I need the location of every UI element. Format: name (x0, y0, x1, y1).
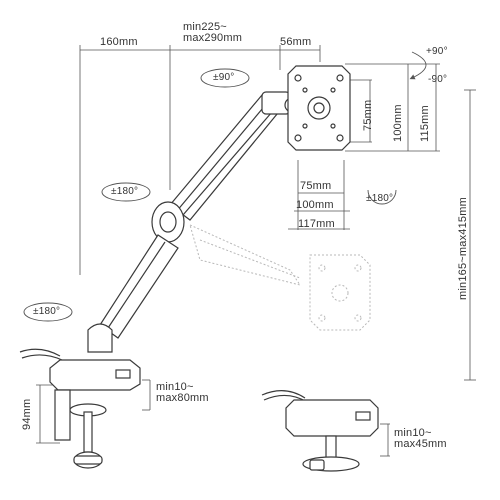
height-range-label: min165~max415mm (457, 197, 469, 300)
vesa-large-label: 100mm (392, 104, 404, 142)
vesa-small-label: 75mm (362, 99, 374, 131)
base-swivel-icon (23, 302, 73, 322)
rotation-icons (23, 51, 427, 322)
tilt-icon (409, 51, 427, 80)
upper-swivel-label: ±180° (111, 186, 139, 197)
vesa-small-h-label: 75mm (300, 180, 332, 192)
monitor-arm (87, 65, 351, 353)
plate-width-label: 117mm (298, 218, 335, 230)
clamp-height-label: 94mm (21, 398, 33, 430)
vesa-offset-label: 56mm (280, 36, 312, 48)
base-swivel-label: ±180° (33, 306, 61, 317)
base-clamp (19, 348, 141, 469)
grommet-base (261, 390, 379, 472)
arm-reach-lower-label: 160mm (100, 36, 138, 48)
plate-swivel-icon (367, 189, 397, 205)
tilt-up-label: +90° (426, 46, 448, 57)
head-rotate-label: ±90° (213, 72, 235, 83)
dimension-lines (36, 45, 476, 457)
arm-reach-upper-label: min225~ max290mm (183, 21, 243, 44)
vesa-large-h-label: 100mm (296, 199, 334, 211)
clamp-range-label: min10~ max80mm (156, 381, 209, 404)
upper-swivel-icon (101, 182, 151, 202)
head-rotate-icon (200, 68, 250, 88)
ghost-arm (189, 224, 371, 331)
plate-swivel-label: ±180° (366, 193, 394, 204)
grommet-range-label: min10~ max45mm (394, 427, 447, 450)
tilt-down-label: -90° (428, 74, 448, 85)
plate-height-label: 115mm (419, 105, 431, 142)
